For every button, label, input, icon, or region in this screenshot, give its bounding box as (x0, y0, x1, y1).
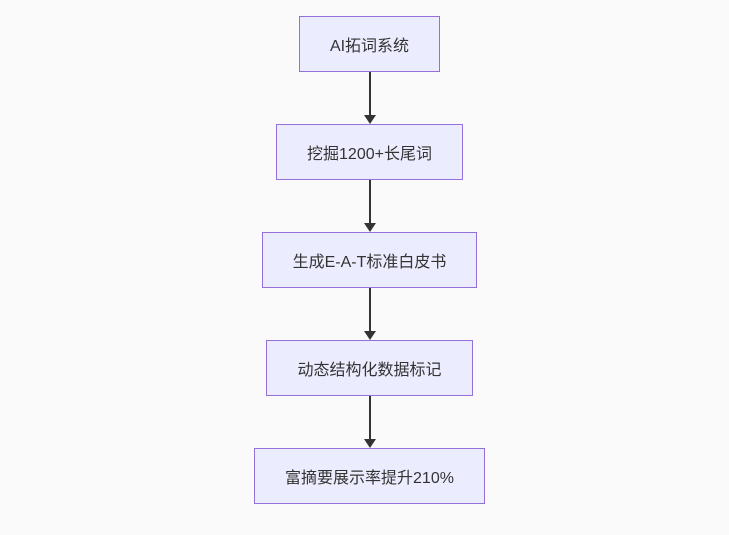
flow-node-label: 动态结构化数据标记 (297, 362, 442, 379)
flow-node-structured-data: 动态结构化数据标记 (266, 340, 473, 396)
arrow-down-icon (363, 439, 376, 448)
arrow-line (368, 72, 371, 115)
flow-node-label: 挖掘1200+长尾词 (307, 146, 432, 163)
flow-node-longtail-mining: 挖掘1200+长尾词 (276, 124, 463, 180)
arrow-connector (363, 288, 376, 340)
arrow-down-icon (363, 223, 376, 232)
arrow-down-icon (363, 115, 376, 124)
flow-node-label: 富摘要展示率提升210% (285, 470, 454, 487)
arrow-line (368, 180, 371, 223)
arrow-connector (363, 396, 376, 448)
flow-node-eat-whitepaper: 生成E-A-T标准白皮书 (261, 232, 478, 288)
flowchart-column: AI拓词系统 挖掘1200+长尾词 生成E-A-T标准白皮书 动态结构化数据标记 (254, 16, 485, 504)
arrow-connector (363, 180, 376, 232)
arrow-line (368, 288, 371, 331)
arrow-line (368, 396, 371, 439)
flow-node-label: 生成E-A-T标准白皮书 (292, 254, 447, 271)
flow-node-label: AI拓词系统 (329, 38, 410, 55)
flow-node-ai-keyword-system: AI拓词系统 (298, 16, 441, 72)
arrow-connector (363, 72, 376, 124)
arrow-down-icon (363, 331, 376, 340)
flow-node-rich-snippet-rate: 富摘要展示率提升210% (254, 448, 485, 504)
